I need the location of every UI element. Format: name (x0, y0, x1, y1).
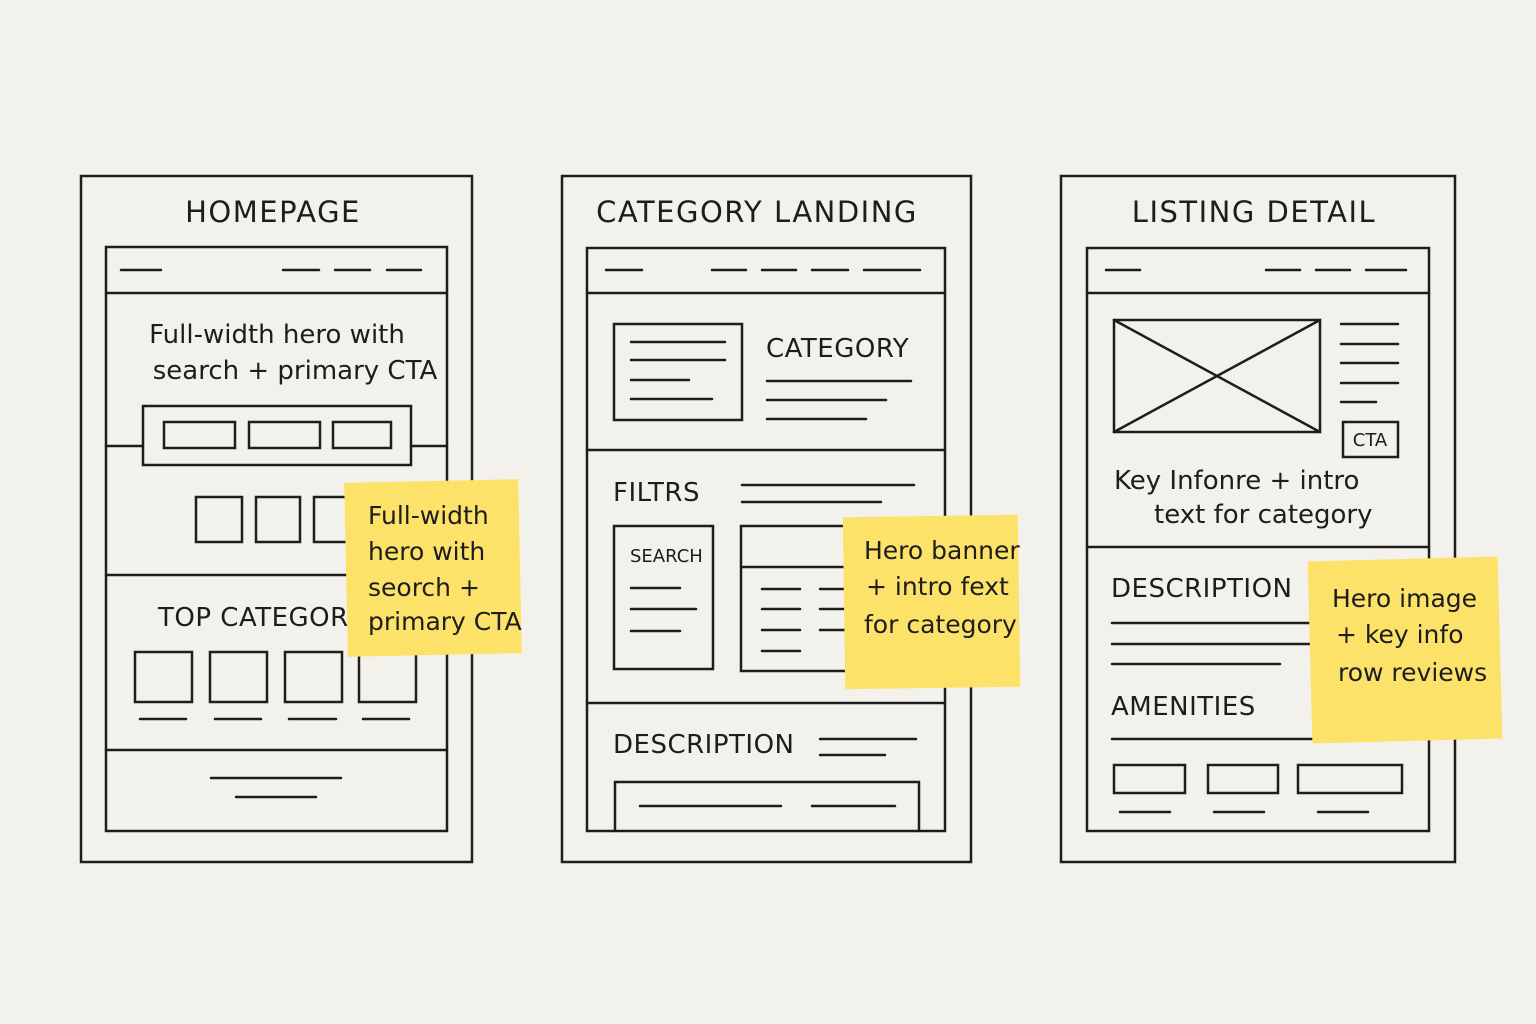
hero-text-line: search + primary CTA (153, 356, 438, 386)
sticky-note-line: row reviews (1338, 658, 1487, 687)
listing-detail-labels: LISTING DETAIL CTA Key Infonre + intro t… (1111, 195, 1388, 722)
description-label: DESCRIPTION (613, 730, 794, 760)
amenity-box (1112, 763, 1187, 795)
key-info-text-line: Key Infonre + intro (1114, 466, 1359, 496)
category-landing-labels: CATEGORY LANDING CATEGORY FILTRS SEARCH … (596, 195, 918, 760)
sticky-note-line: for category (864, 610, 1017, 639)
sticky-note (344, 479, 522, 657)
category-tile (133, 650, 194, 704)
feature-box (254, 495, 302, 544)
cta-label: CTA (1353, 430, 1388, 451)
key-info-text-line: text for category (1154, 500, 1373, 530)
amenity-box (1296, 763, 1404, 795)
sticky-note-line: seorch + (368, 573, 480, 602)
search-field-box (162, 420, 237, 450)
homepage-labels: HOMEPAGE Full-width hero with search + p… (149, 195, 437, 633)
description-label: DESCRIPTION (1111, 574, 1292, 604)
listing-detail-frame (1059, 174, 1457, 864)
listing-detail-sticky-note: Hero image + key info row reviews (1307, 556, 1503, 744)
search-field-box (331, 420, 393, 450)
sticky-note-line: Full-width (368, 501, 489, 530)
hero-image-placeholder (1112, 318, 1322, 434)
category-landing-sticky-note: Hero banner + intro fext for category (842, 514, 1021, 690)
search-field-box (247, 420, 322, 450)
feature-box (194, 495, 244, 544)
search-panel (612, 524, 715, 671)
category-tile (208, 650, 269, 704)
category-landing-title: CATEGORY LANDING (596, 195, 918, 229)
listing-detail-title: LISTING DETAIL (1132, 195, 1376, 229)
sticky-note-line: Hero banner (864, 536, 1020, 565)
image-cross-line (1112, 318, 1322, 434)
sticky-note (842, 514, 1021, 690)
category-tile (283, 650, 344, 704)
amenities-label: AMENITIES (1111, 692, 1256, 722)
sticky-note (1307, 556, 1503, 744)
category-label: CATEGORY (766, 334, 909, 364)
sticky-note-line: + intro fext (866, 572, 1009, 601)
hero-text-line: Full-width hero with (149, 320, 405, 350)
sticky-note-line: hero with (368, 537, 485, 566)
search-label: SEARCH (630, 546, 703, 567)
sticky-note-line: + key info (1336, 620, 1464, 649)
filters-label: FILTRS (613, 478, 700, 508)
listing-detail-wireframe (1059, 174, 1457, 864)
category-image-box (612, 322, 744, 422)
homepage-title: HOMEPAGE (185, 195, 361, 229)
description-box (613, 780, 921, 833)
amenity-box (1206, 763, 1280, 795)
homepage-sticky-note: Full-width hero with seorch + primary CT… (344, 479, 522, 657)
top-categories-label: TOP CATEGOR (157, 603, 349, 633)
cta-button (1341, 420, 1400, 459)
sticky-note-line: primary CTA (368, 607, 522, 636)
listing-detail-screen (1085, 246, 1431, 833)
sticky-note-line: Hero image (1332, 584, 1477, 613)
search-bar (141, 404, 413, 467)
